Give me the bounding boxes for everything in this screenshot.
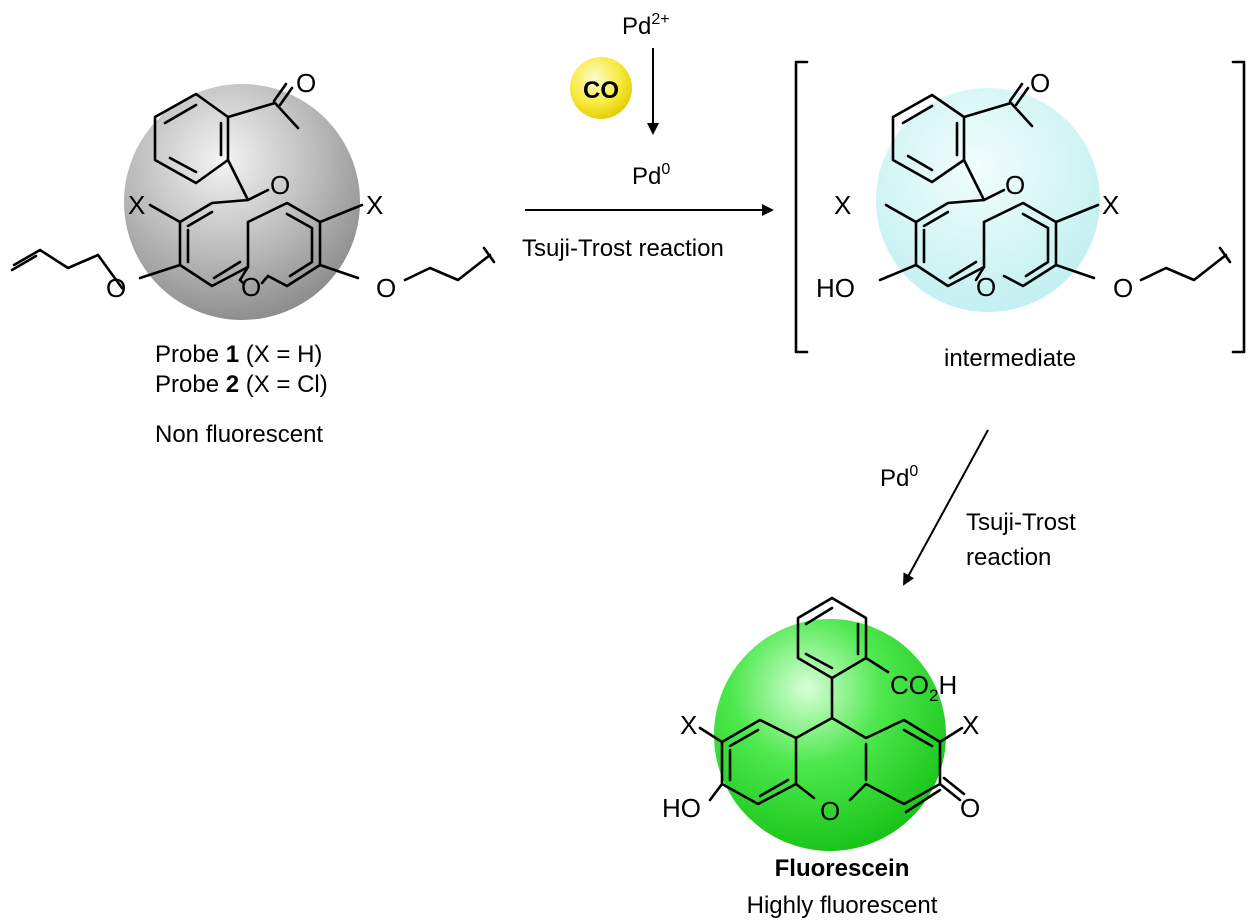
pd0-lower-label: Pd0: [880, 463, 918, 492]
intermediate-x-left: X: [834, 190, 851, 220]
step1-label: Tsuji-Trost reaction: [522, 235, 724, 262]
probe-status: Non fluorescent: [155, 421, 323, 448]
co-badge: [570, 57, 632, 119]
product-name: Fluorescein: [775, 855, 910, 882]
probe-1-label: Probe 1 (X = H): [155, 341, 322, 368]
fluorescein-x-left: X: [680, 710, 697, 740]
intermediate-x-right: X: [1102, 190, 1119, 220]
intermediate-bridge-o: O: [976, 272, 996, 302]
product-sphere: [714, 619, 946, 851]
product-status: Highly fluorescent: [747, 892, 938, 919]
intermediate-ether-o: O: [1113, 273, 1133, 303]
probe-ring-o: O: [270, 170, 290, 200]
fluorescein-structure: [698, 596, 966, 814]
step2-label-line2: reaction: [966, 544, 1051, 571]
probe-structure: [10, 82, 496, 290]
intermediate-carbonyl-o: O: [1030, 68, 1050, 98]
intermediate-structure: [878, 82, 1232, 288]
intermediate-label: intermediate: [944, 345, 1076, 372]
intermediate-ho: HO: [816, 273, 855, 303]
probe-carbonyl-o: O: [296, 68, 316, 98]
probe-x-left: X: [128, 190, 145, 220]
fluorescein-keto-o: O: [960, 793, 980, 823]
step2-label-line1: Tsuji-Trost: [966, 509, 1076, 536]
pd0-top-label: Pd0: [632, 161, 670, 190]
probe-2-label: Probe 2 (X = Cl): [155, 371, 328, 398]
probe-sphere: [124, 84, 360, 320]
probe-bridge-o: O: [241, 272, 261, 302]
fluorescein-x-right: X: [962, 710, 979, 740]
fluorescein-ho: HO: [662, 793, 701, 823]
pd2-label: Pd2+: [622, 11, 670, 40]
intermediate-sphere: [876, 88, 1100, 312]
step2-arrow: [903, 429, 989, 586]
probe-ether-o-right: O: [376, 273, 396, 303]
probe-ether-o-left: O: [106, 273, 126, 303]
probe-x-right: X: [366, 190, 383, 220]
bracket-right: [1231, 60, 1246, 354]
bracket-left: [794, 60, 809, 354]
fluorescein-co2h: CO2H: [890, 670, 957, 705]
co-label: CO: [583, 77, 619, 104]
fluorescein-bridge-o: O: [820, 796, 840, 826]
intermediate-ring-o: O: [1005, 170, 1025, 200]
